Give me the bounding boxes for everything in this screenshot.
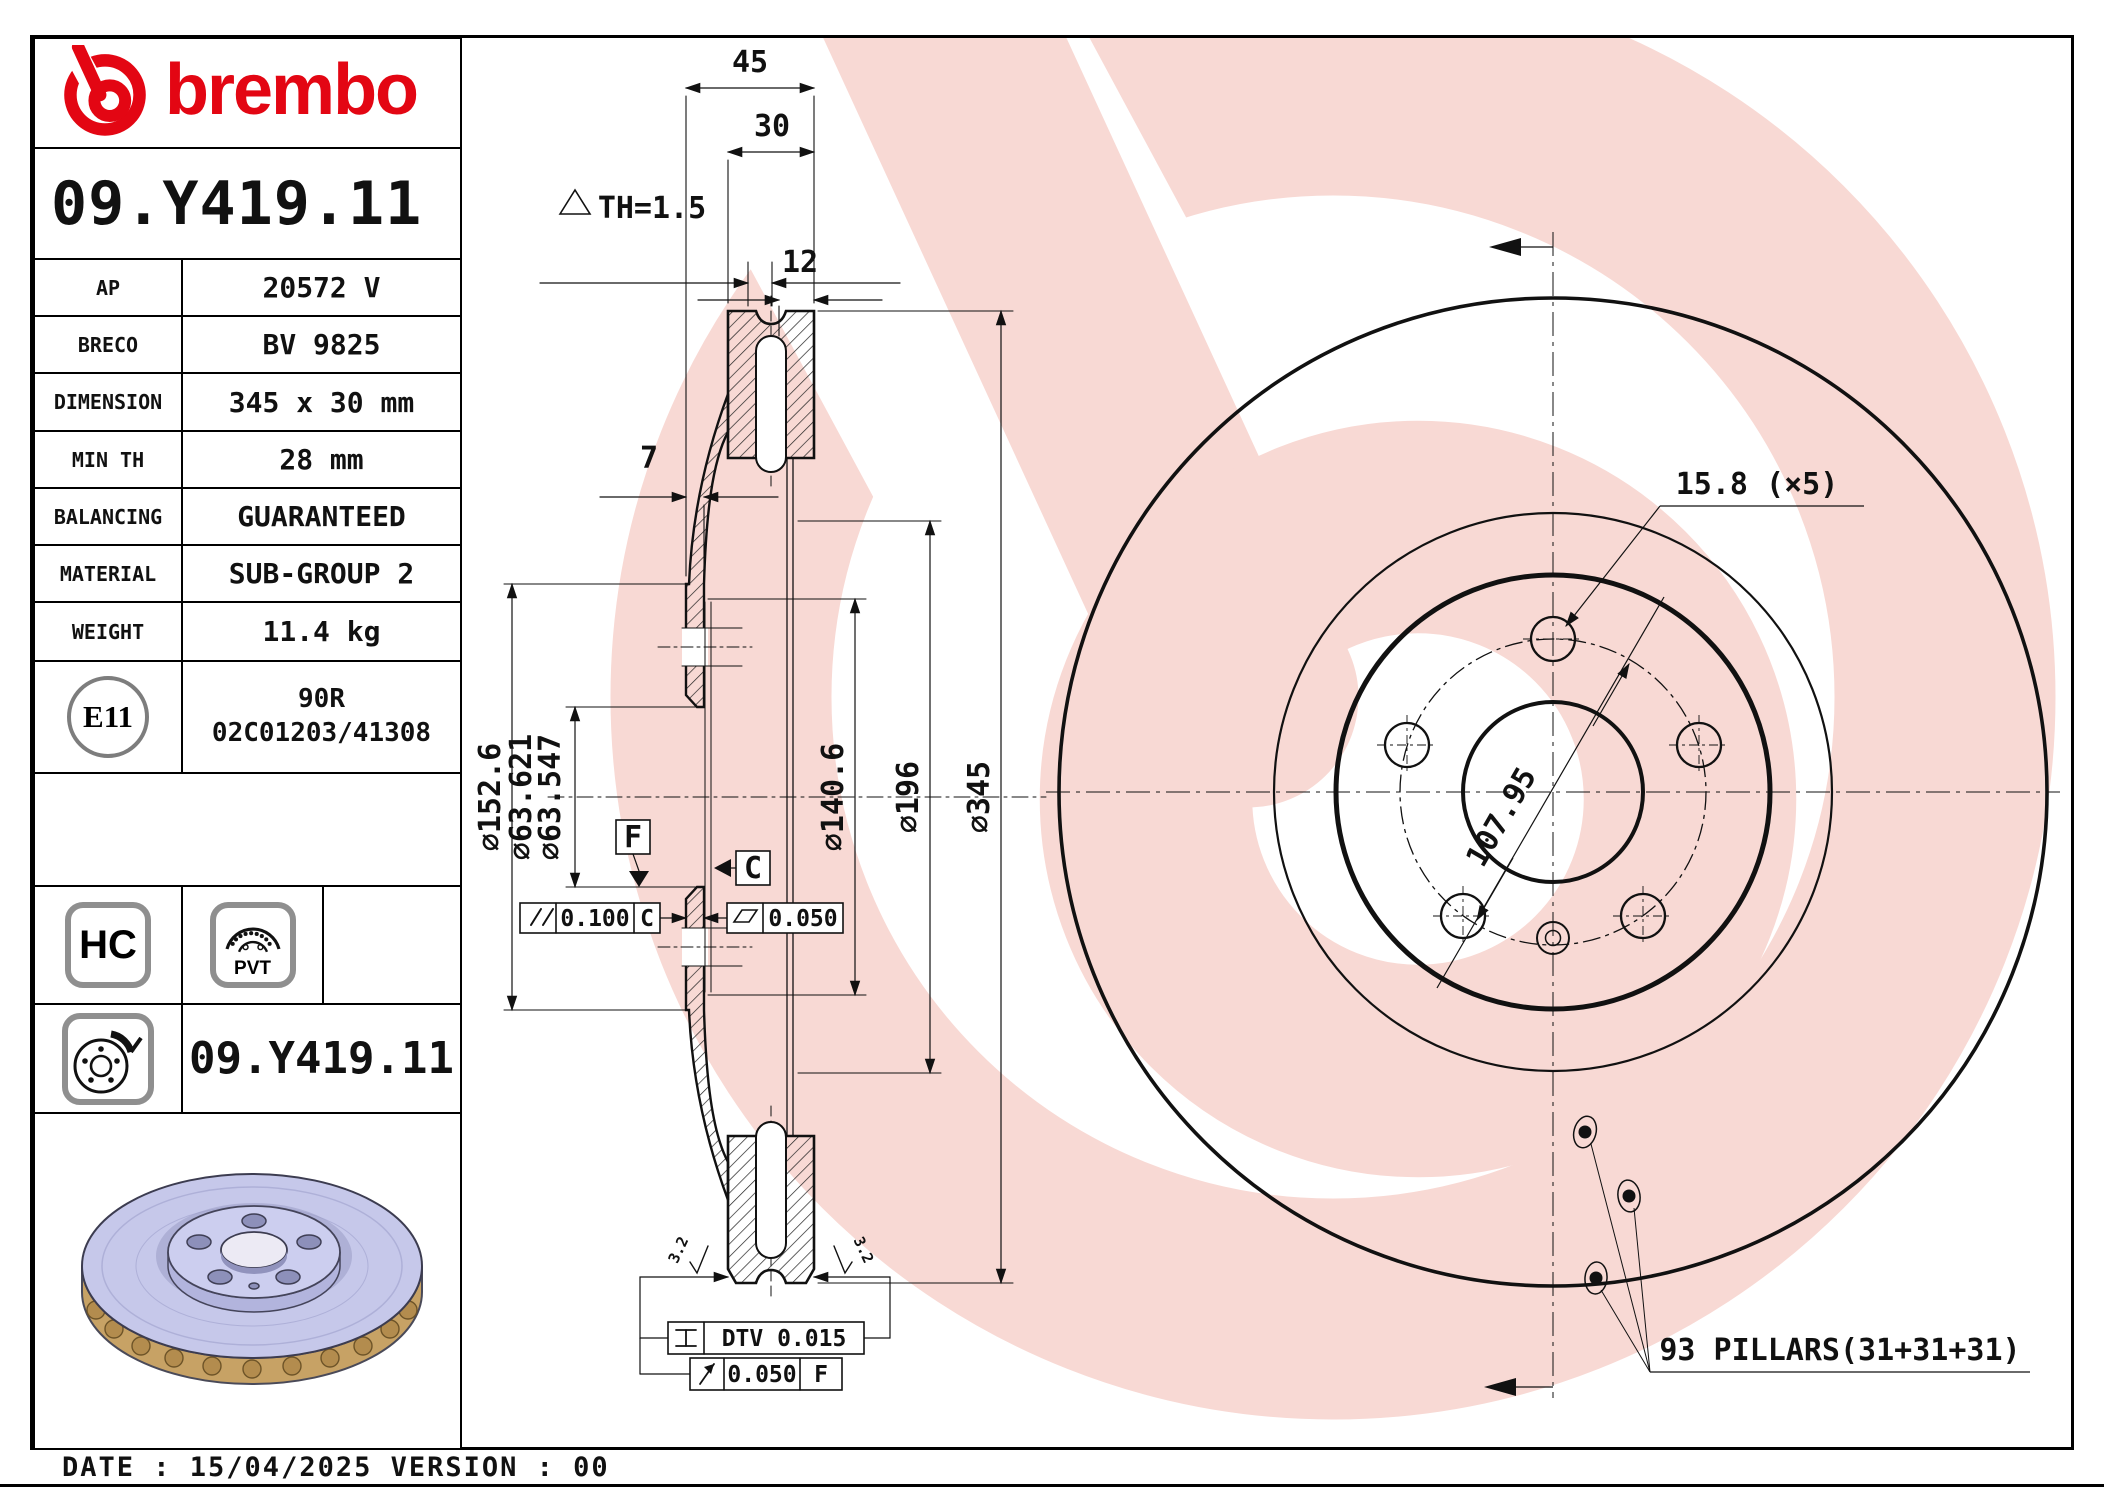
spec-value: GUARANTEED [237, 500, 406, 533]
footer-date-version: DATE : 15/04/2025 VERSION : 00 [62, 1452, 610, 1483]
table-row: MATERIAL SUB-GROUP 2 [33, 544, 462, 603]
homologation-line2: 02C01203/41308 [211, 718, 432, 748]
homologation-line1: 90R [298, 684, 345, 715]
table-row: DIMENSION 345 x 30 mm [33, 372, 462, 432]
brand-wordmark: brembo [165, 50, 419, 130]
hc-label: HC [79, 922, 137, 967]
spec-label: WEIGHT [35, 603, 183, 660]
table-row: BALANCING GUARANTEED [33, 487, 462, 546]
page-bottom-rule [0, 1484, 2104, 1487]
disc-3d-render [81, 1173, 423, 1385]
spec-value: 20572 V [262, 271, 381, 304]
pvt-label: PVT [234, 958, 271, 979]
spec-label: AP [35, 260, 183, 315]
spec-value: BV 9825 [262, 328, 381, 361]
spec-value: 28 mm [279, 443, 364, 476]
empty-row [33, 772, 462, 887]
table-row: AP 20572 V [33, 258, 462, 317]
table-row: MIN TH 28 mm [33, 430, 462, 489]
disc-render-cell [33, 1112, 462, 1450]
hc-badge: HC [65, 902, 151, 988]
part-row: 09.Y419.11 [33, 1003, 462, 1114]
spec-value: SUB-GROUP 2 [228, 557, 415, 590]
brake-disc-icon [62, 1012, 154, 1105]
part-number: 09.Y419.11 [33, 147, 462, 260]
badges-row: HC PVT [33, 885, 462, 1005]
pvt-disc-icon [224, 927, 281, 953]
table-row: WEIGHT 11.4 kg [33, 601, 462, 662]
homologation-row: E11 90R 02C01203/41308 [33, 660, 462, 774]
spec-label: BALANCING [35, 489, 183, 544]
spec-label: MIN TH [35, 432, 183, 487]
pvt-badge: PVT [209, 902, 296, 988]
e-mark-badge: E11 [67, 676, 149, 758]
spec-label: MATERIAL [35, 546, 183, 601]
brembo-logo-icon [60, 45, 146, 136]
table-row: BRECO BV 9825 [33, 315, 462, 374]
spec-value: 11.4 kg [262, 615, 381, 648]
spec-label: BRECO [35, 317, 183, 372]
spec-label: DIMENSION [35, 374, 183, 430]
spec-value: 345 x 30 mm [228, 385, 415, 419]
brand-header: brembo [33, 37, 462, 149]
part-number-repeat: 09.Y419.11 [189, 1033, 454, 1084]
